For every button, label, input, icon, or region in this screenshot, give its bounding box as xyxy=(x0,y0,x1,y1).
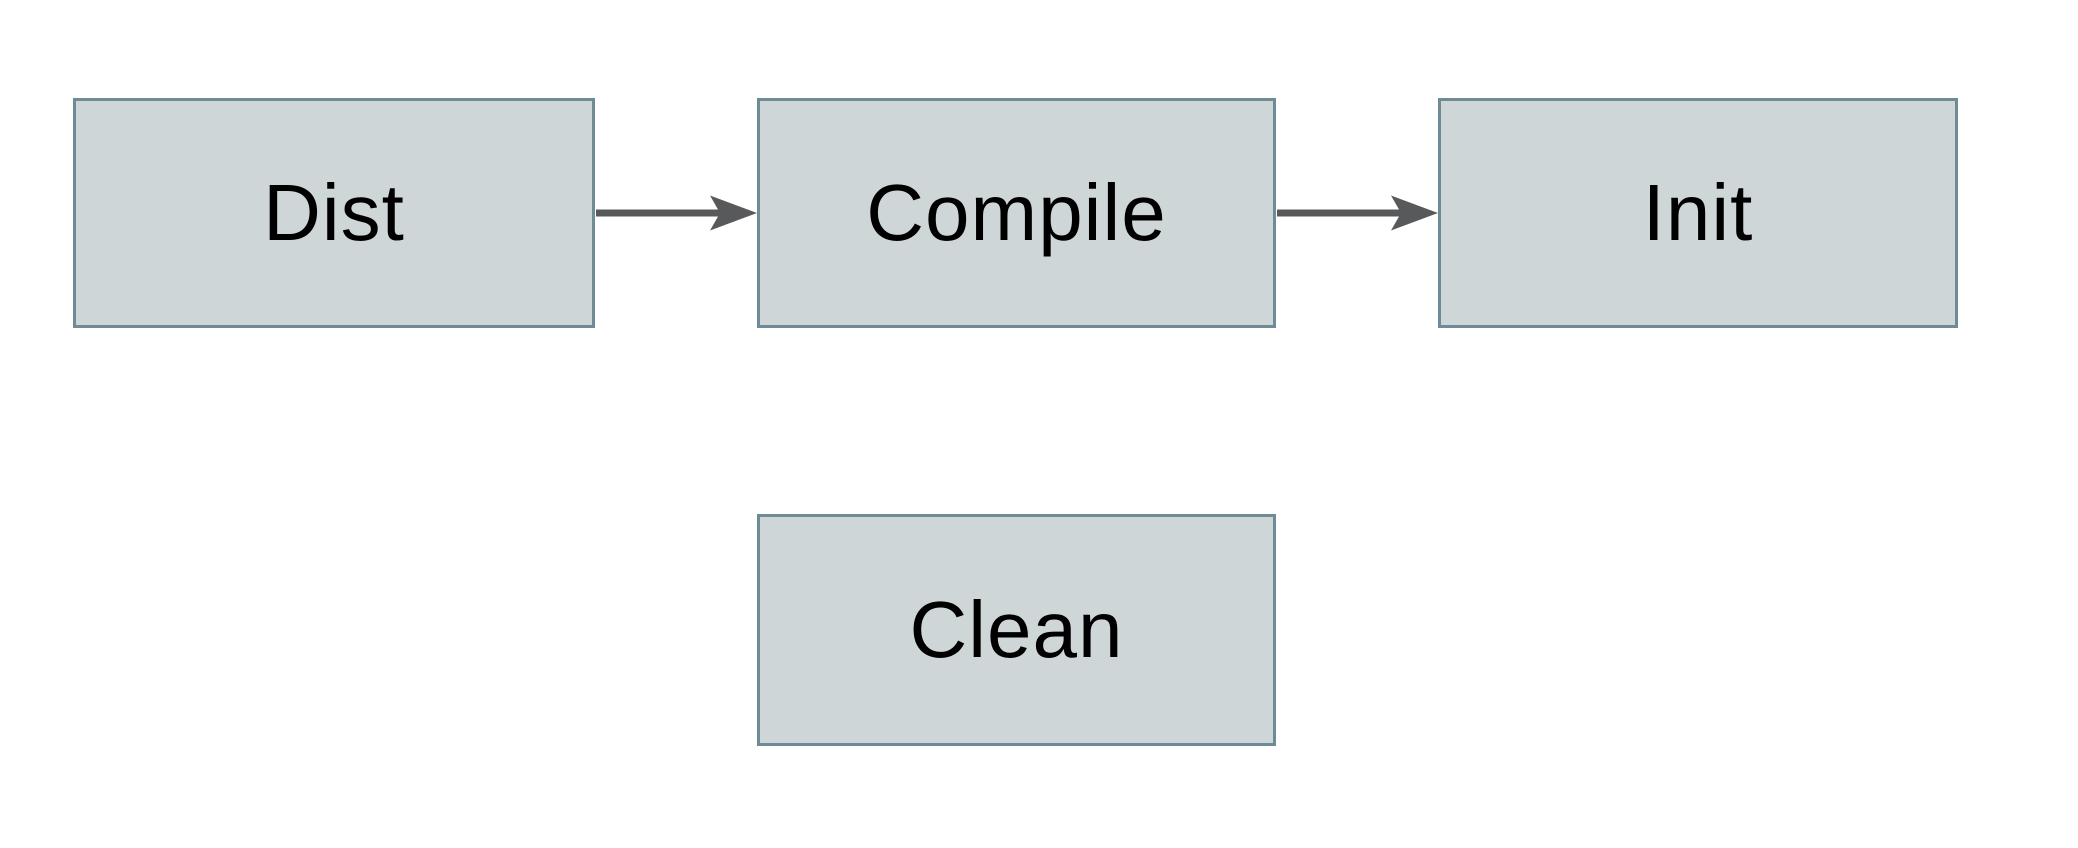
node-dist: Dist xyxy=(73,98,595,328)
node-compile-label: Compile xyxy=(866,168,1167,257)
node-clean: Clean xyxy=(757,514,1276,746)
node-clean-label: Clean xyxy=(909,585,1124,674)
node-init: Init xyxy=(1438,98,1958,328)
node-compile: Compile xyxy=(757,98,1276,328)
arrow-dist-to-compile-icon xyxy=(596,195,757,231)
arrow-compile-to-init-icon xyxy=(1277,195,1438,231)
node-dist-label: Dist xyxy=(263,168,405,257)
node-init-label: Init xyxy=(1642,168,1754,257)
